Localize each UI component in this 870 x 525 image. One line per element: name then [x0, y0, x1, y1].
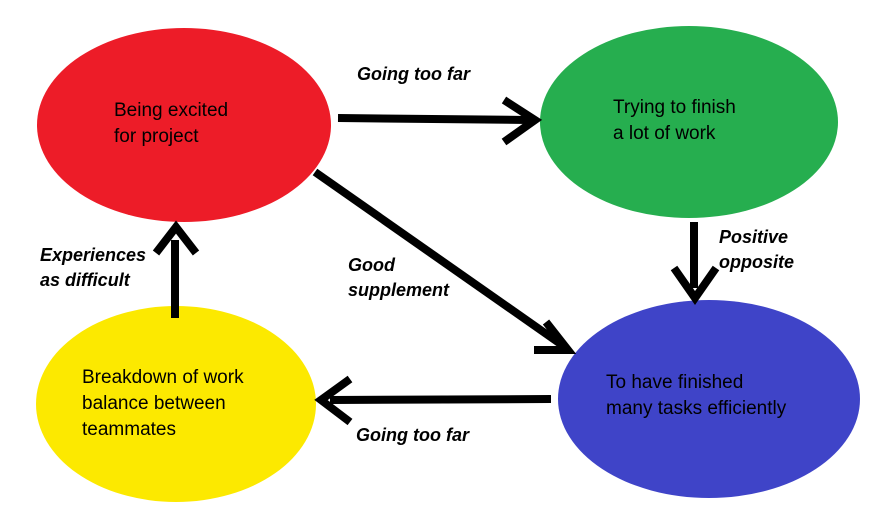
edge-line [312, 168, 565, 349]
arrowhead-right-icon [501, 96, 543, 146]
edge-label-positive-opposite: Positive opposite [719, 227, 794, 272]
arrowhead-down-icon [670, 265, 720, 305]
arrowhead-diagonal-icon [534, 319, 577, 354]
edge-excited-to-trying [337, 96, 543, 146]
node-trying[interactable] [540, 26, 838, 218]
edge-line [337, 114, 529, 124]
node-excited[interactable] [37, 28, 331, 222]
edge-line [329, 395, 552, 404]
edge-label-going-too-far-top: Going too far [357, 64, 470, 84]
edge-label-good-supplement: Good supplement [348, 255, 450, 300]
edge-trying-to-finished [670, 222, 720, 305]
node-breakdown[interactable] [36, 306, 316, 502]
node-finished[interactable] [558, 300, 860, 498]
edge-finished-to-breakdown [314, 375, 552, 426]
edge-label-going-too-far-bottom: Going too far [356, 425, 469, 445]
edge-excited-to-finished [312, 168, 577, 354]
arrowhead-left-icon [314, 375, 353, 426]
edge-label-experiences-as-difficult: Experiences as difficult [40, 245, 147, 290]
arrowhead-up-icon [152, 220, 200, 256]
edge-breakdown-to-excited [152, 220, 200, 318]
